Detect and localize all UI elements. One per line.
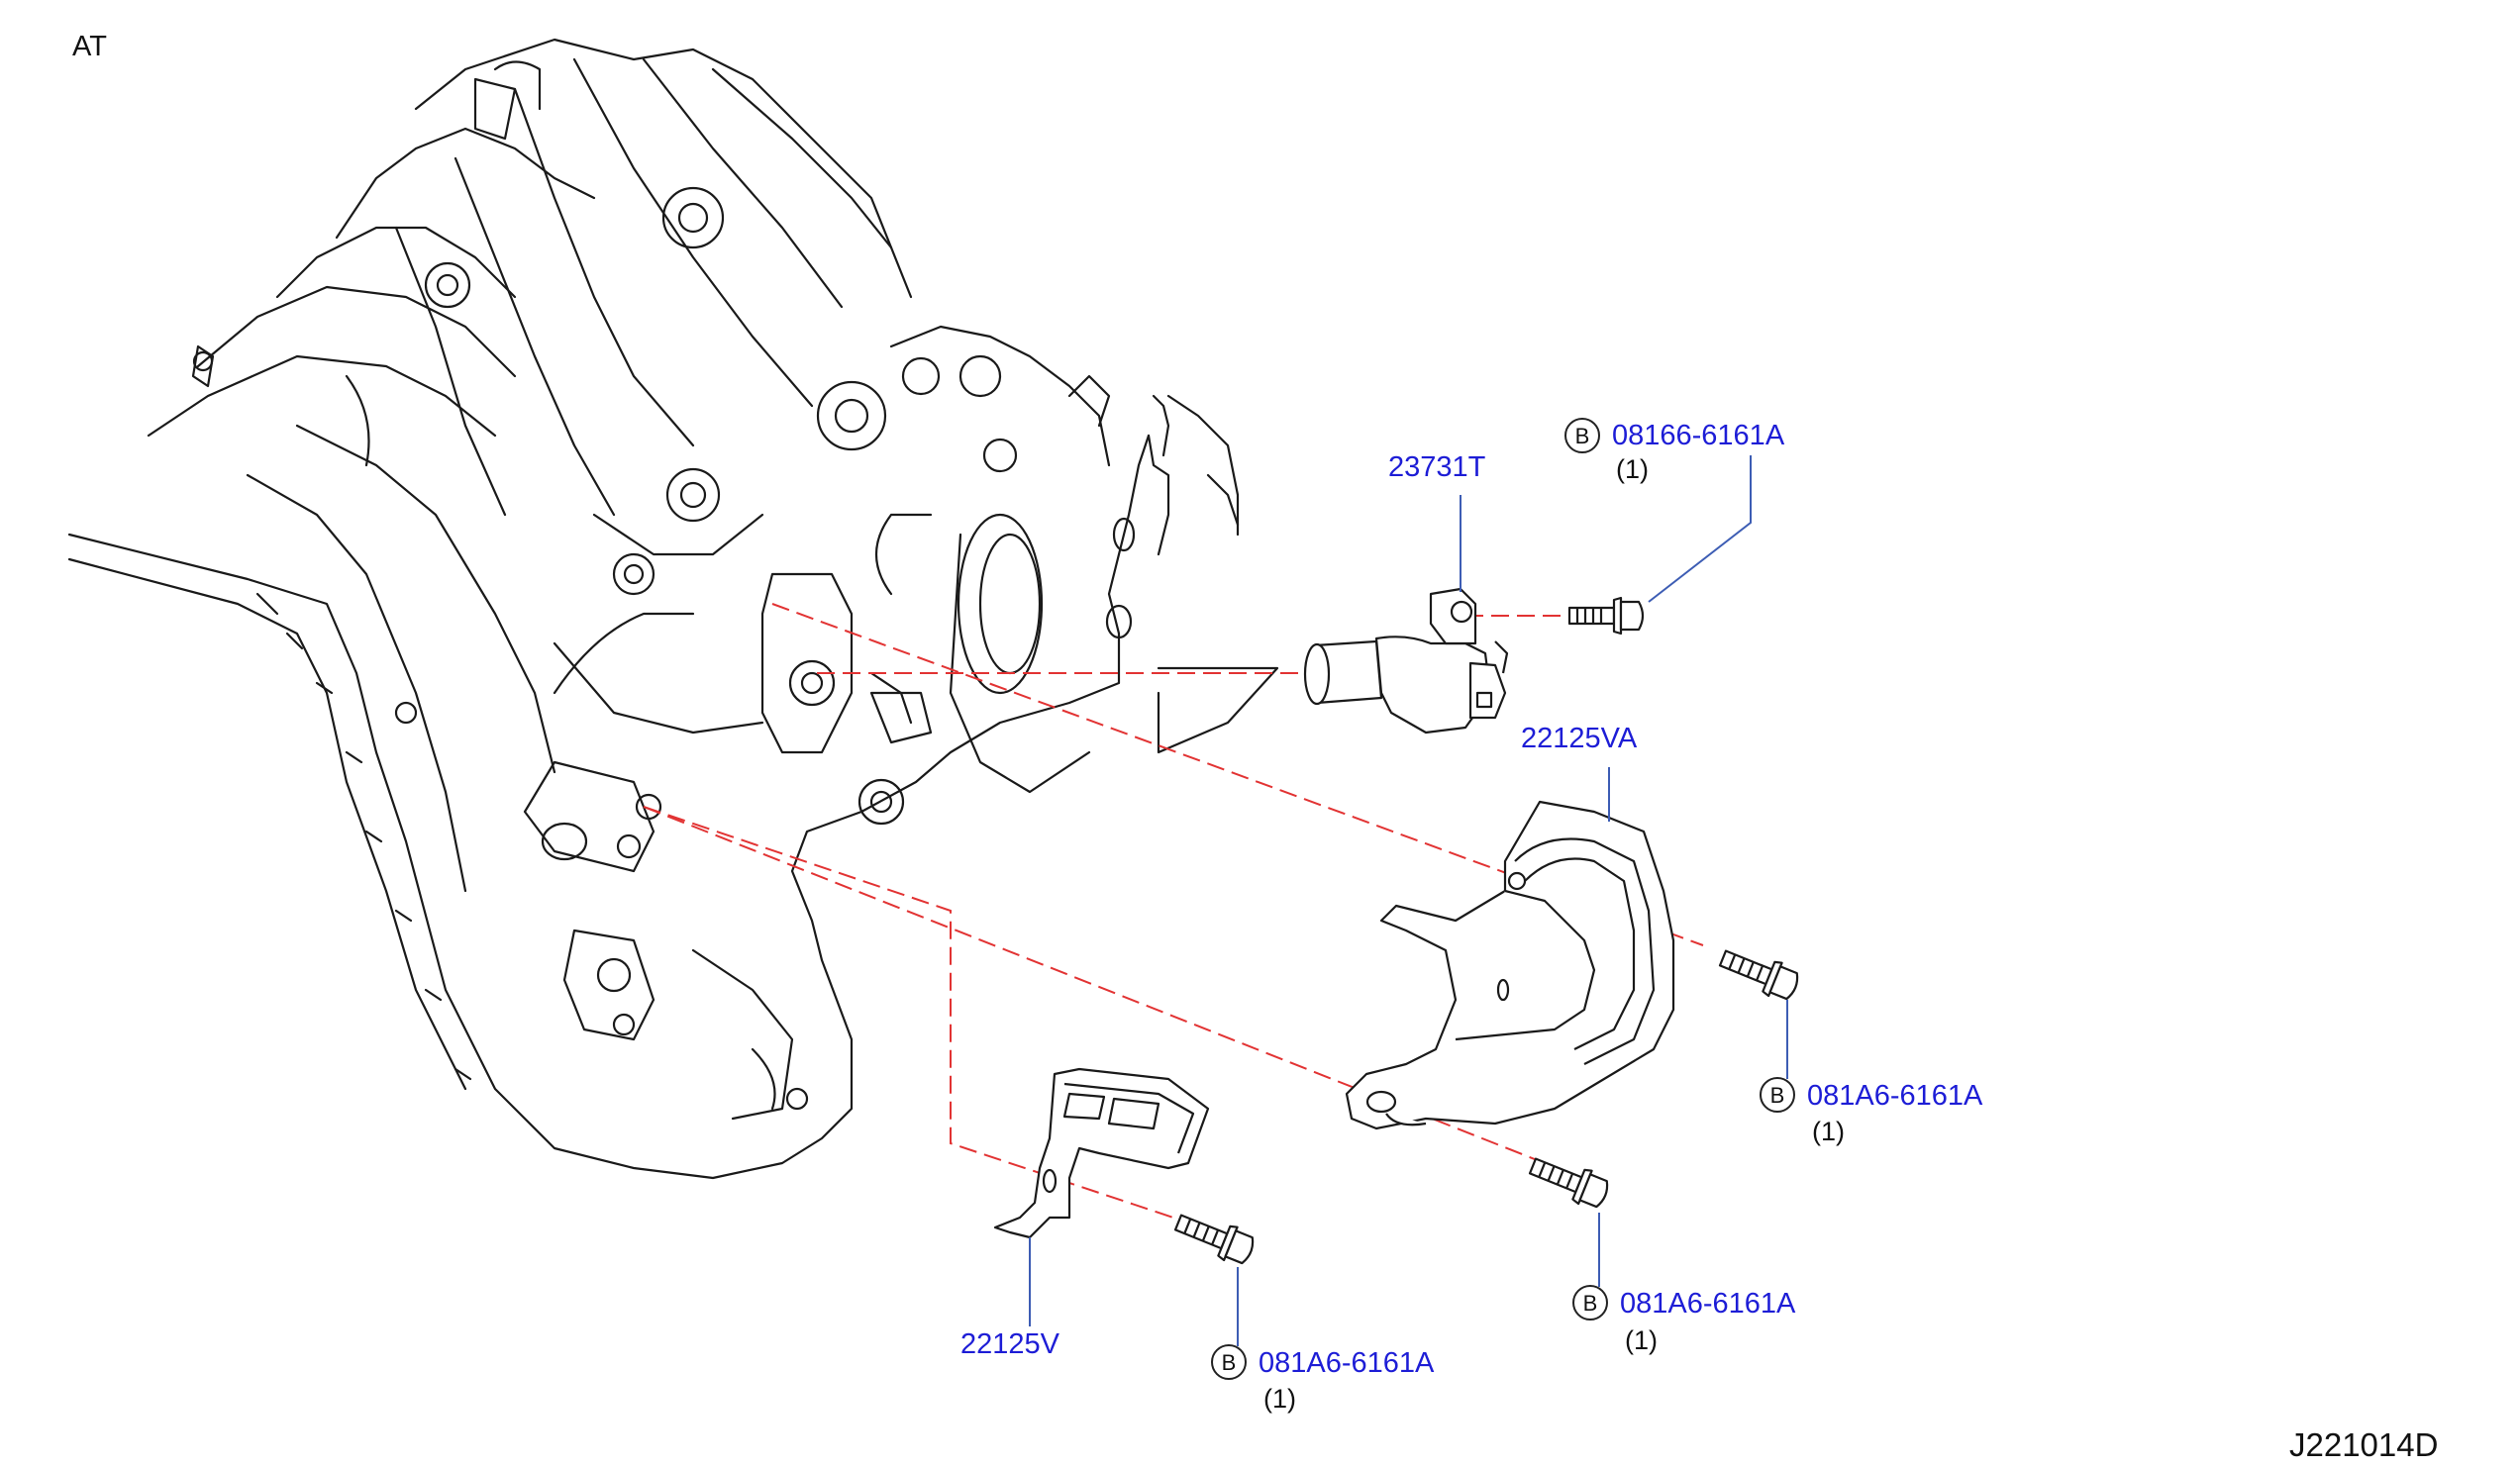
qty-small-bracket-bolt: (1) (1263, 1384, 1296, 1414)
sensor-drawing (1303, 587, 1509, 734)
part-number-sensor[interactable]: 23731T (1388, 451, 1486, 483)
bolt-large-bracket-lower (1528, 1157, 1609, 1209)
bolt-mark-small-bracket-bolt: B (1211, 1344, 1247, 1380)
bolt-mark-large-bracket-lower: B (1572, 1285, 1608, 1321)
bolt-drawings (1173, 596, 1799, 1265)
part-number-large-bracket-bolt-upper[interactable]: 081A6-6161A (1807, 1080, 1983, 1112)
small-bracket-drawing (993, 1067, 1210, 1239)
qty-sensor-bolt: (1) (1616, 454, 1649, 484)
bolt-sensor (1567, 596, 1645, 636)
bolt-large-bracket-upper (1718, 949, 1799, 1001)
diagram-code: J221014D (2289, 1426, 2439, 1463)
qty-large-bracket-bolt-upper: (1) (1812, 1117, 1845, 1146)
part-number-bracket-small[interactable]: 22125V (960, 1328, 1059, 1360)
leader-lines (1029, 455, 1788, 1346)
part-number-sensor-bolt[interactable]: 08166-6161A (1612, 420, 1785, 451)
qty-large-bracket-bolt-lower: (1) (1625, 1325, 1658, 1355)
large-bracket-drawing (1345, 800, 1675, 1130)
part-number-bracket-large[interactable]: 22125VA (1521, 723, 1638, 754)
part-number-small-bracket-bolt[interactable]: 081A6-6161A (1259, 1347, 1435, 1379)
bolt-small-bracket (1173, 1214, 1255, 1265)
variant-label: AT (72, 31, 107, 62)
guide-small-bracket (643, 806, 1174, 1219)
part-number-large-bracket-bolt-lower[interactable]: 081A6-6161A (1620, 1288, 1796, 1320)
leader-sensor-bolt (1648, 455, 1752, 603)
bolt-mark-sensor-bolt: B (1564, 418, 1600, 453)
bolt-mark-large-bracket-upper: B (1760, 1077, 1795, 1113)
transmission-case-drawing (67, 38, 1279, 1180)
